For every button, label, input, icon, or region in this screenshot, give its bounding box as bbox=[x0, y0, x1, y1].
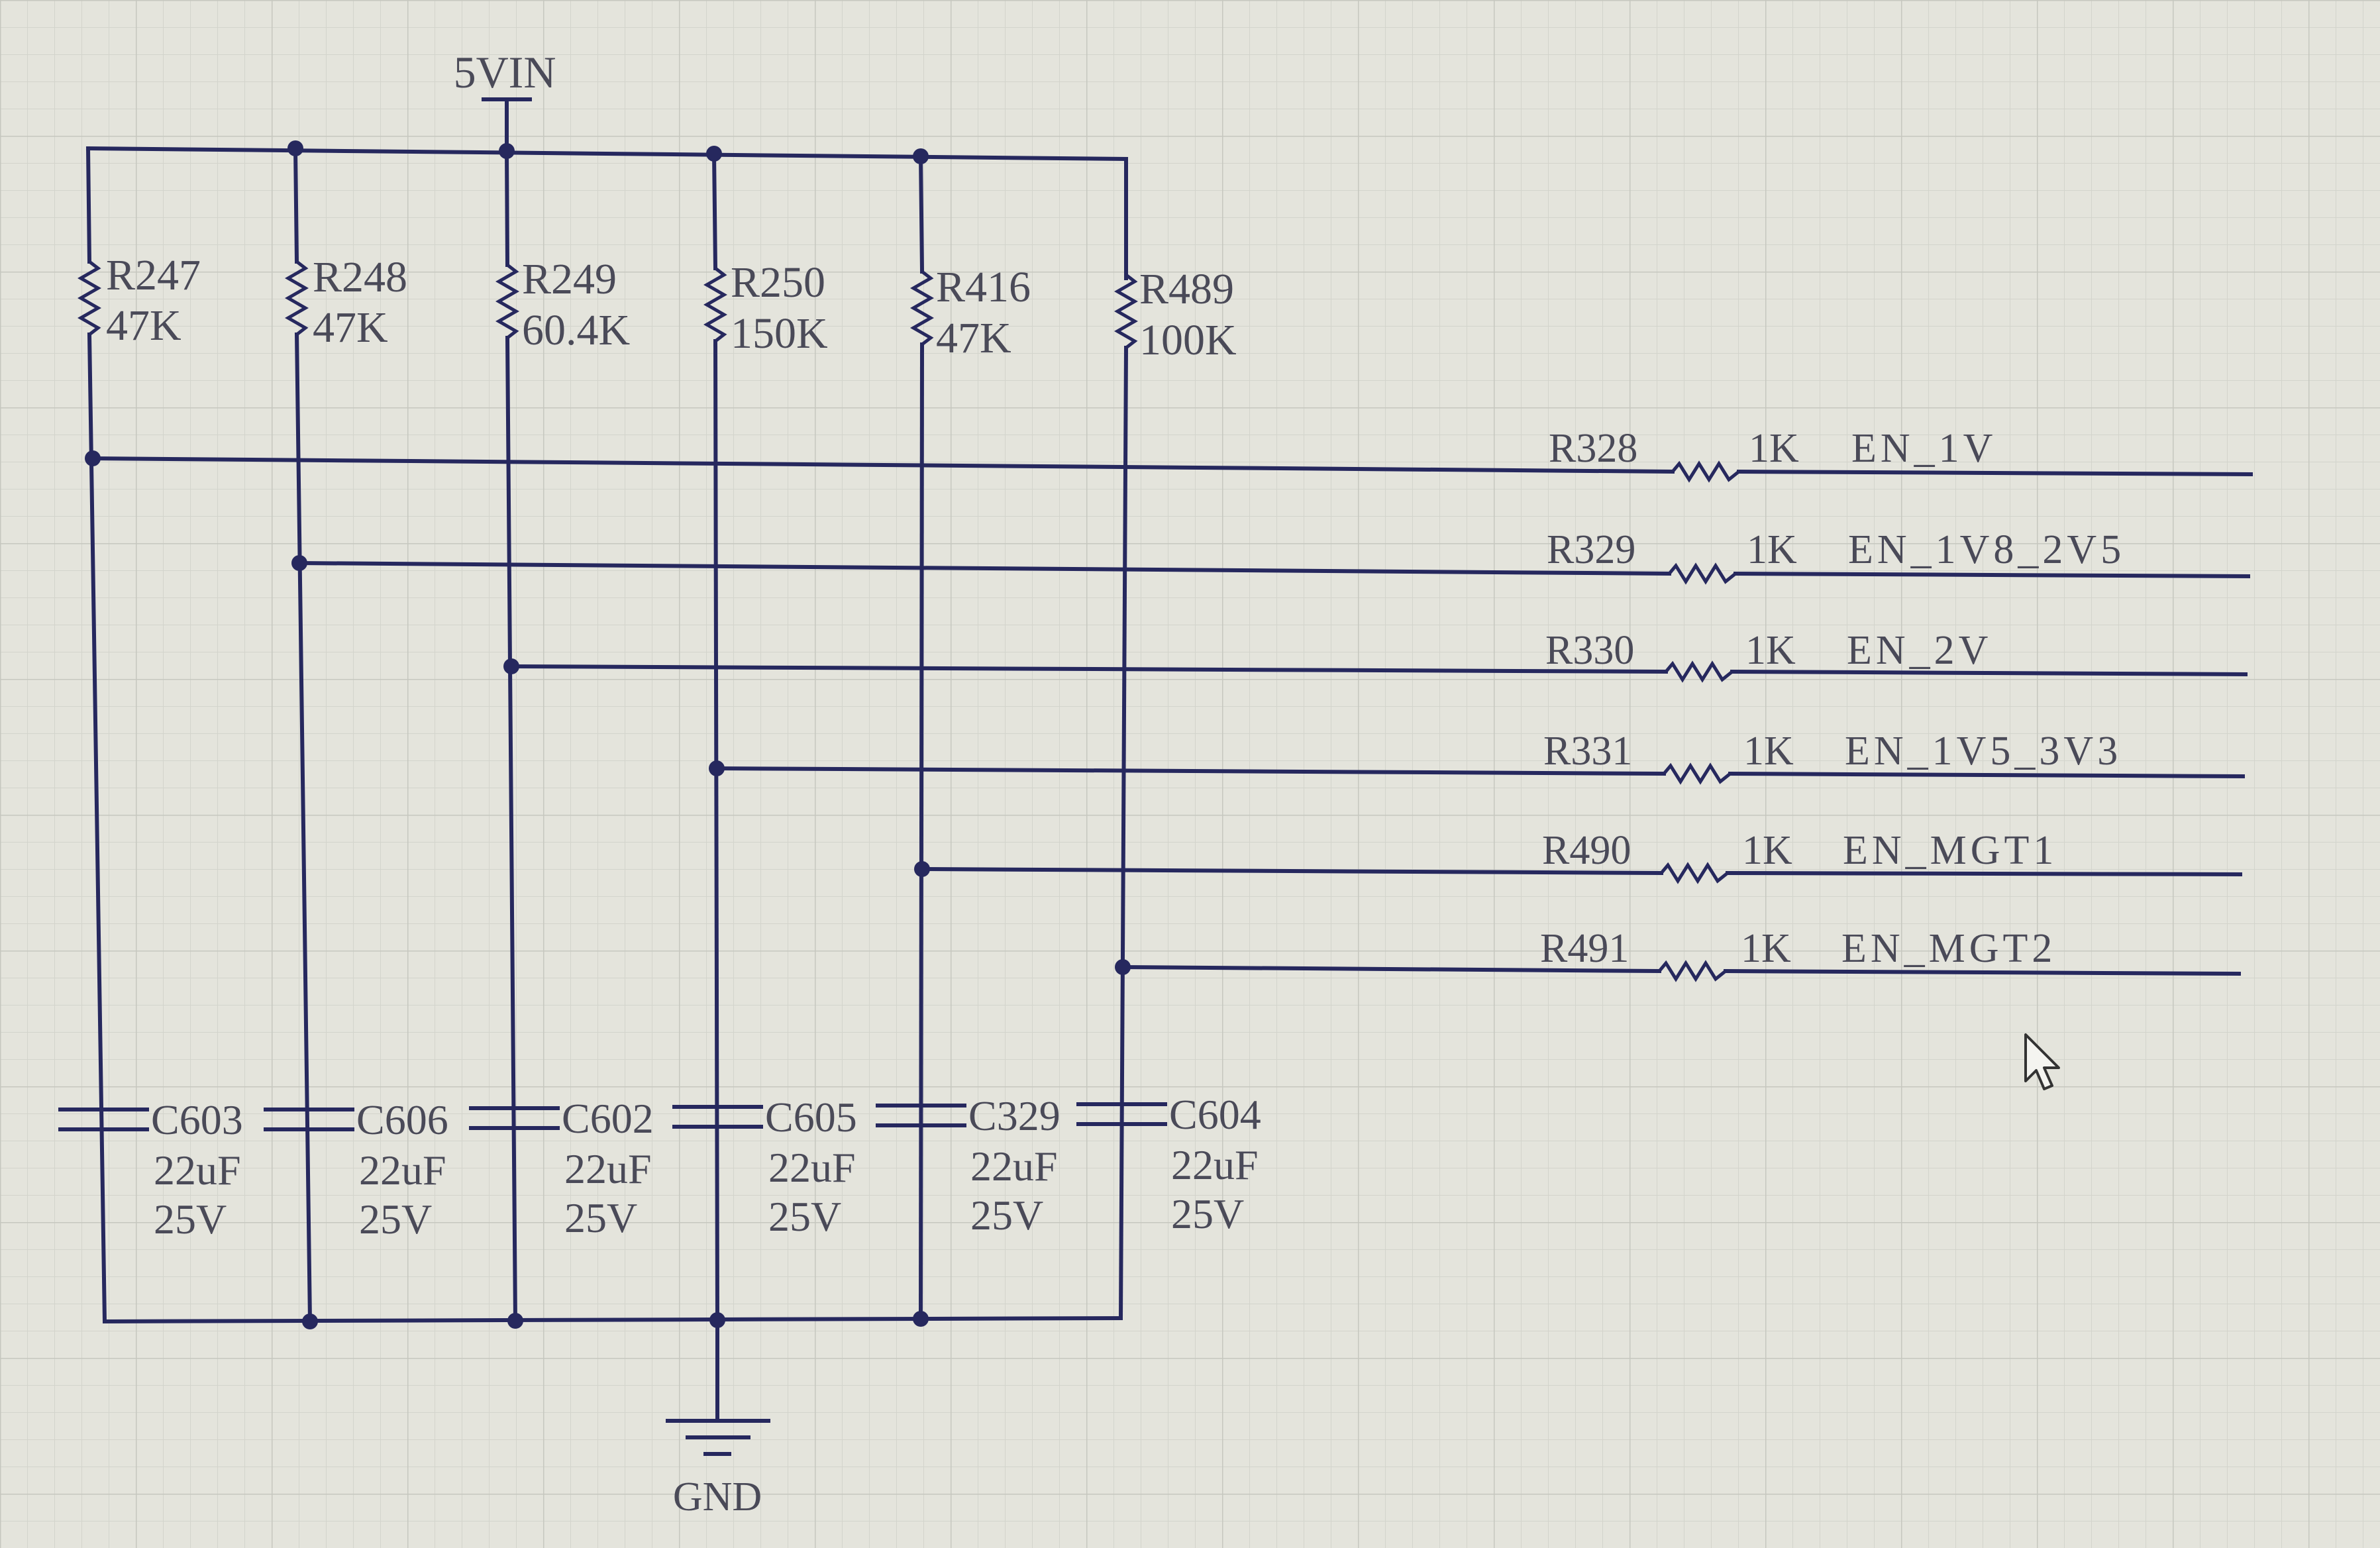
c604-value: 22uF bbox=[1171, 1141, 1259, 1188]
r331-net: EN_1V5_3V3 bbox=[1845, 729, 2122, 774]
enable-net-en-1v[interactable]: R328 1K EN_1V bbox=[90, 426, 2253, 483]
capacitor-c603[interactable]: C603 22uF 25V bbox=[58, 1096, 243, 1243]
capacitor-c329[interactable]: C329 22uF 25V bbox=[876, 1092, 1061, 1239]
capacitor-c606[interactable]: C606 22uF 25V bbox=[264, 1096, 448, 1243]
pullup-resistor-r416[interactable]: R416 47K bbox=[909, 154, 1031, 1321]
r330-ref: R330 bbox=[1545, 628, 1634, 673]
r328-ref: R328 bbox=[1549, 426, 1637, 471]
capacitor-c605[interactable]: C605 22uF 25V bbox=[672, 1094, 857, 1240]
mouse-pointer-icon bbox=[2024, 1033, 2060, 1090]
c606-voltage: 25V bbox=[359, 1196, 432, 1243]
r489-ref: R489 bbox=[1139, 265, 1234, 313]
c604-voltage: 25V bbox=[1171, 1190, 1244, 1237]
power-port-5vin[interactable]: 5VIN bbox=[454, 47, 556, 153]
r490-net: EN_MGT1 bbox=[1843, 828, 2057, 873]
ground-symbol[interactable]: GND bbox=[666, 1318, 770, 1520]
enable-net-en-mgt2[interactable]: R491 1K EN_MGT2 bbox=[1120, 926, 2242, 982]
junctions bbox=[85, 140, 1131, 1329]
junction-dot bbox=[709, 760, 725, 776]
r489-value: 100K bbox=[1139, 316, 1237, 364]
enable-net-en-1v5-3v3[interactable]: R331 1K EN_1V5_3V3 bbox=[714, 729, 2246, 785]
r331-ref: R331 bbox=[1543, 729, 1632, 774]
enable-net-en-1v8-2v5[interactable]: R329 1K EN_1V8_2V5 bbox=[297, 527, 2251, 585]
c602-voltage: 25V bbox=[564, 1194, 637, 1241]
pullup-resistor-r247[interactable]: R247 47K bbox=[77, 146, 201, 1324]
r249-ref: R249 bbox=[522, 255, 617, 303]
c603-value: 22uF bbox=[154, 1147, 241, 1194]
junction-dot bbox=[706, 146, 722, 162]
r250-value: 150K bbox=[731, 309, 828, 358]
c605-ref: C605 bbox=[765, 1094, 857, 1141]
r329-ref: R329 bbox=[1547, 527, 1635, 572]
r331-value: 1K bbox=[1743, 729, 1794, 774]
junction-dot bbox=[1115, 959, 1131, 975]
c603-ref: C603 bbox=[151, 1096, 243, 1143]
r330-net: EN_2V bbox=[1847, 628, 1992, 673]
enable-net-en-mgt1[interactable]: R490 1K EN_MGT1 bbox=[919, 828, 2243, 884]
r490-ref: R490 bbox=[1542, 828, 1631, 873]
c329-ref: C329 bbox=[968, 1092, 1061, 1139]
r247-value: 47K bbox=[106, 301, 181, 350]
pullup-resistor-r248[interactable]: R248 47K bbox=[284, 146, 407, 1324]
c329-voltage: 25V bbox=[970, 1192, 1043, 1239]
r247-ref: R247 bbox=[106, 251, 201, 299]
pullup-resistor-r489[interactable]: R489 100K bbox=[1113, 157, 1237, 1321]
power-label: 5VIN bbox=[454, 47, 556, 97]
c602-value: 22uF bbox=[564, 1145, 652, 1192]
r490-value: 1K bbox=[1742, 828, 1792, 873]
junction-dot bbox=[291, 555, 307, 571]
junction-dot bbox=[85, 450, 101, 466]
c329-value: 22uF bbox=[970, 1143, 1058, 1190]
capacitor-c602[interactable]: C602 22uF 25V bbox=[469, 1095, 654, 1241]
capacitor-c604[interactable]: C604 22uF 25V bbox=[1076, 1091, 1261, 1237]
c605-voltage: 25V bbox=[768, 1193, 841, 1240]
r416-value: 47K bbox=[936, 314, 1011, 362]
r248-ref: R248 bbox=[313, 253, 407, 301]
c603-voltage: 25V bbox=[154, 1196, 227, 1243]
c605-value: 22uF bbox=[768, 1144, 856, 1191]
r329-value: 1K bbox=[1747, 527, 1797, 572]
gnd-rail bbox=[102, 1316, 1123, 1324]
junction-dot bbox=[913, 148, 929, 164]
junction-dot bbox=[287, 140, 303, 156]
junction-dot bbox=[503, 658, 519, 674]
r328-value: 1K bbox=[1749, 426, 1799, 471]
junction-dot bbox=[507, 1313, 523, 1329]
junction-dot bbox=[709, 1312, 725, 1328]
c606-ref: C606 bbox=[356, 1096, 448, 1143]
r328-net: EN_1V bbox=[1851, 426, 1996, 471]
r329-net: EN_1V8_2V5 bbox=[1848, 527, 2125, 572]
r416-ref: R416 bbox=[936, 263, 1031, 311]
junction-dot bbox=[302, 1314, 318, 1329]
r250-ref: R250 bbox=[731, 258, 825, 307]
r330-value: 1K bbox=[1745, 628, 1796, 673]
r491-net: EN_MGT2 bbox=[1841, 926, 2056, 971]
ground-label: GND bbox=[673, 1474, 762, 1520]
junction-dot bbox=[913, 1311, 929, 1327]
enable-net-en-2v[interactable]: R330 1K EN_2V bbox=[509, 628, 2248, 683]
r248-value: 47K bbox=[313, 303, 388, 352]
junction-dot bbox=[914, 861, 930, 877]
c604-ref: C604 bbox=[1169, 1091, 1261, 1138]
c606-value: 22uF bbox=[359, 1147, 446, 1194]
r491-value: 1K bbox=[1741, 926, 1791, 971]
r491-ref: R491 bbox=[1540, 926, 1629, 971]
pullup-resistor-r249[interactable]: R249 60.4K bbox=[495, 148, 630, 1324]
c602-ref: C602 bbox=[562, 1095, 654, 1142]
junction-dot bbox=[499, 143, 515, 159]
pullup-resistor-r250[interactable]: R250 150K bbox=[703, 151, 828, 1323]
r249-value: 60.4K bbox=[522, 306, 630, 354]
